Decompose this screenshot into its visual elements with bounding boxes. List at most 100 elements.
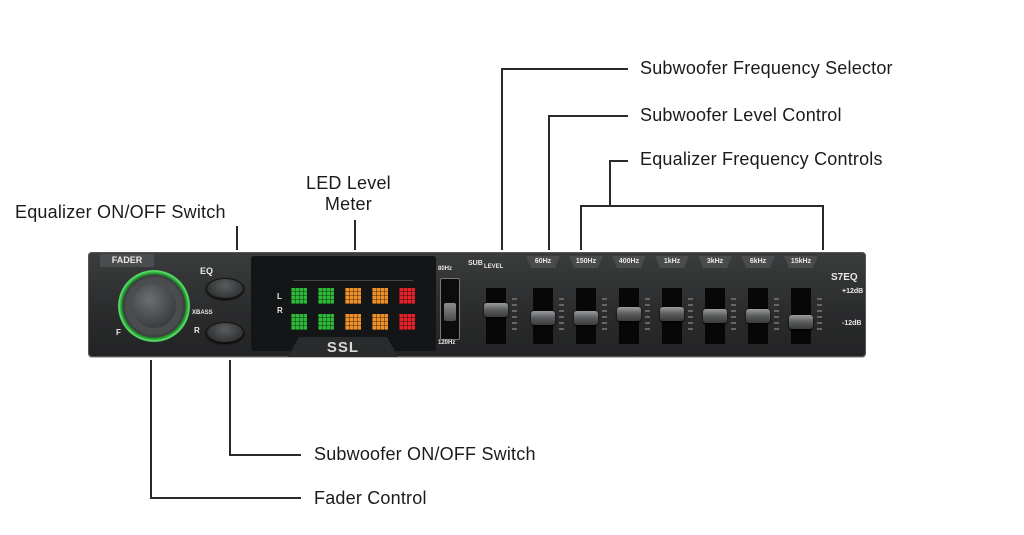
tick-mark: [645, 310, 650, 312]
tick-mark: [731, 328, 736, 330]
tick-mark: [817, 310, 822, 312]
leader-sub-freq-v: [501, 68, 503, 250]
sub-freq-selector[interactable]: 80Hz 120Hz: [434, 264, 464, 348]
led-segment: [345, 314, 361, 330]
leader-sub-switch-h: [229, 454, 301, 456]
sub-freq-slot: [440, 278, 460, 340]
tick-mark: [645, 316, 650, 318]
fader-label: FADER: [100, 254, 154, 267]
callout-sub-switch: Subwoofer ON/OFF Switch: [314, 444, 536, 464]
eq-band-60hz-slider-label: 60Hz: [526, 256, 560, 268]
led-segment: [318, 314, 334, 330]
tick-mark: [688, 328, 693, 330]
tick-mark: [602, 304, 607, 306]
eq-band-1khz-slider-ticks: [688, 294, 696, 334]
tick-mark: [559, 316, 564, 318]
tick-mark: [512, 316, 517, 318]
tick-mark: [688, 310, 693, 312]
led-level-meter: L R: [251, 256, 436, 351]
eq-band-150hz-slider-slot: [574, 288, 598, 344]
leader-eq-bracket-right: [822, 205, 824, 250]
sub-level-slider-handle[interactable]: [484, 303, 508, 317]
tick-mark: [774, 298, 779, 300]
callout-led-meter-line1: LED Level: [306, 173, 391, 193]
brand-logo: SSL: [326, 339, 360, 356]
eq-band-400hz-slider-ticks: [645, 294, 653, 334]
led-segment: [345, 288, 361, 304]
eq-band-15khz-slider-slot: [789, 288, 813, 344]
tick-mark: [559, 304, 564, 306]
tick-mark: [731, 316, 736, 318]
model-label: S7EQ: [831, 272, 858, 283]
tick-mark: [817, 304, 822, 306]
eq-band-3khz-slider-ticks: [731, 294, 739, 334]
eq-band-15khz-slider-handle[interactable]: [789, 315, 813, 329]
leader-led-meter: [354, 220, 356, 250]
fader-knob-cap[interactable]: [132, 284, 176, 328]
tick-mark: [688, 304, 693, 306]
eq-band-400hz-slider-handle[interactable]: [617, 307, 641, 321]
eq-band-1khz-slider-label: 1kHz: [655, 256, 689, 268]
eq-band-6khz-slider-slot: [746, 288, 770, 344]
xbass-label: XBASS: [192, 310, 213, 316]
tick-mark: [559, 322, 564, 324]
tick-mark: [512, 298, 517, 300]
tick-mark: [512, 310, 517, 312]
leader-eq-freq-h: [609, 160, 628, 162]
sub-freq-switch-knob[interactable]: [444, 303, 456, 321]
eq-band-3khz-slider-handle[interactable]: [703, 309, 727, 323]
eq-band-60hz-slider-ticks: [559, 294, 567, 334]
eq-band-6khz-slider-label: 6kHz: [741, 256, 775, 268]
eq-band-3khz-slider-label: 3kHz: [698, 256, 732, 268]
tick-mark: [602, 316, 607, 318]
led-segment: [372, 314, 388, 330]
eq-band-60hz-slider-handle[interactable]: [531, 311, 555, 325]
tick-mark: [602, 322, 607, 324]
sub-switch-button[interactable]: [206, 322, 244, 343]
callout-eq-freq-controls: Equalizer Frequency Controls: [640, 149, 883, 169]
tick-mark: [774, 310, 779, 312]
leader-eq-bracket-h: [580, 205, 823, 207]
tick-mark: [602, 328, 607, 330]
eq-band-400hz-slider-slot: [617, 288, 641, 344]
eq-band-150hz-slider-handle[interactable]: [574, 311, 598, 325]
fader-knob[interactable]: [118, 270, 190, 342]
led-segment: [399, 288, 415, 304]
tick-mark: [774, 328, 779, 330]
tick-mark: [512, 328, 517, 330]
tick-mark: [774, 322, 779, 324]
eq-band-400hz-slider-label: 400Hz: [612, 256, 646, 268]
leader-fader-v: [150, 360, 152, 498]
tick-mark: [817, 328, 822, 330]
eq-band-1khz-slider-handle[interactable]: [660, 307, 684, 321]
leader-sub-freq-h: [501, 68, 628, 70]
tick-mark: [688, 316, 693, 318]
fader-rear-label: R: [194, 326, 200, 335]
eq-band-6khz-slider-ticks: [774, 294, 782, 334]
tick-mark: [645, 304, 650, 306]
led-segment: [372, 288, 388, 304]
tick-mark: [774, 316, 779, 318]
callout-led-meter: LED Level Meter: [306, 173, 391, 215]
leader-eq-switch: [236, 226, 238, 250]
tick-mark: [817, 316, 822, 318]
leader-sub-level-h: [548, 115, 628, 117]
leader-eq-freq-v: [609, 160, 611, 205]
eq-band-6khz-slider-handle[interactable]: [746, 309, 770, 323]
eq-band-1khz-slider-slot: [660, 288, 684, 344]
eq-band-3khz-slider-slot: [703, 288, 727, 344]
eq-switch-button[interactable]: [206, 278, 244, 299]
eq-band-15khz-slider-label: 15kHz: [784, 256, 818, 268]
sub-level-slider-ticks: [512, 294, 520, 334]
leader-fader-h: [150, 497, 301, 499]
leader-sub-switch-v: [229, 360, 231, 454]
sub-level-slider-slot: [484, 288, 508, 344]
brand-plate: SSL: [288, 337, 398, 357]
callout-sub-freq-selector: Subwoofer Frequency Selector: [640, 58, 893, 78]
sub-freq-top-label: 80Hz: [438, 266, 453, 272]
tick-mark: [559, 298, 564, 300]
tick-mark: [645, 298, 650, 300]
eq-band-150hz-slider-ticks: [602, 294, 610, 334]
equalizer-panel: FADER F R EQ XBASS L R SSL 80Hz 120Hz SU…: [88, 252, 866, 357]
tick-mark: [559, 310, 564, 312]
